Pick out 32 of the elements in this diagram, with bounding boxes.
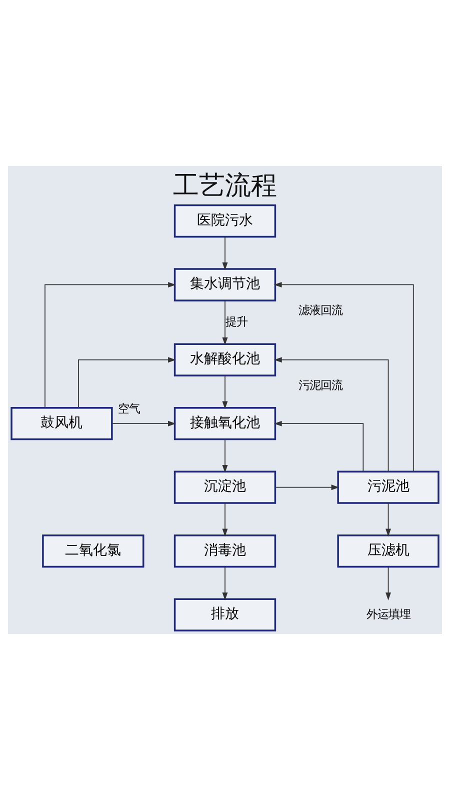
arrow (112, 420, 176, 426)
edge-label: 空气 (118, 402, 140, 416)
diagram-title: 工艺流程 (173, 170, 277, 201)
edge-label: 滤液回流 (298, 302, 343, 317)
node-box: 污泥池 (337, 470, 440, 504)
arrow (274, 420, 364, 472)
arrow (274, 484, 340, 490)
arrow (222, 566, 228, 600)
node-box: 二氧化氯 (42, 534, 144, 568)
edge-label: 污泥回流 (298, 378, 343, 392)
arrow (222, 236, 228, 270)
node-box: 医院污水 (174, 204, 276, 238)
arrow (222, 300, 228, 346)
arrow (78, 357, 176, 408)
arrow (386, 502, 392, 537)
arrow (274, 282, 414, 472)
node-box: 鼓风机 (10, 406, 113, 440)
arrow (222, 438, 228, 473)
arrow (222, 375, 228, 410)
arrow (386, 566, 392, 600)
node-box: 排放 (174, 598, 276, 632)
node-box: 消毒池 (174, 534, 276, 568)
node-box: 压滤机 (337, 534, 440, 568)
arrow (44, 282, 176, 408)
arrow (222, 502, 228, 537)
node-box: 水解酸化池 (174, 343, 276, 376)
node-box: 集水调节池 (174, 268, 276, 302)
edge-label: 提升 (225, 314, 248, 328)
node-text: 外运填埋 (366, 606, 410, 621)
node-box: 接触氧化池 (174, 406, 276, 440)
node-box: 沉淀池 (174, 470, 276, 504)
arrow (274, 357, 389, 472)
